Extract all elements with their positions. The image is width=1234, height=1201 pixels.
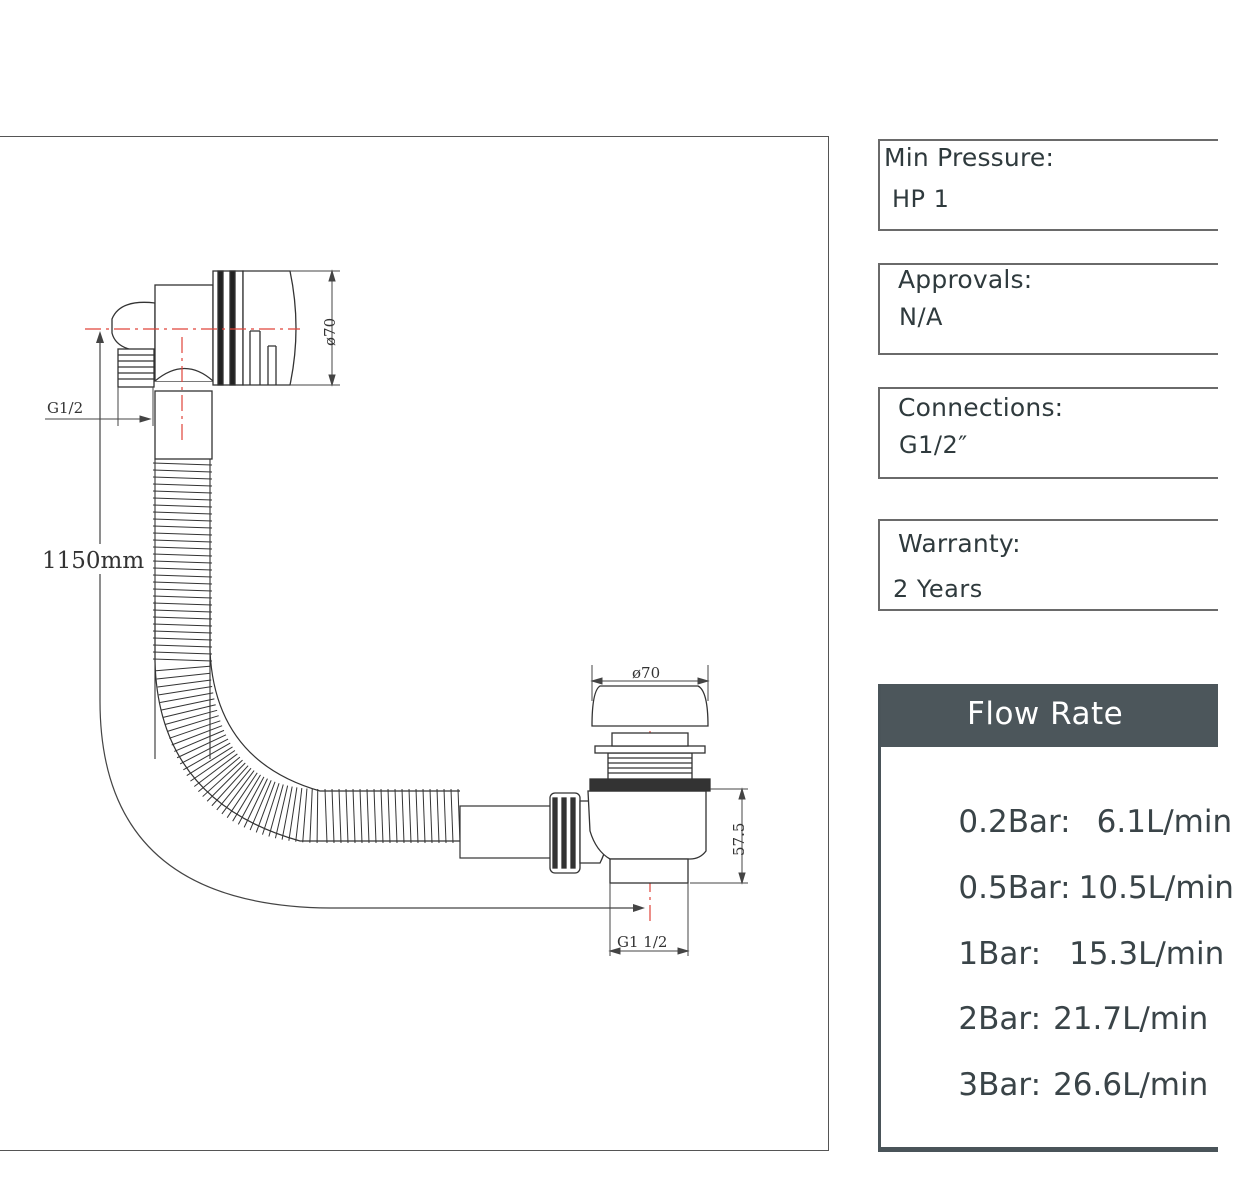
flow-rate-panel: Flow Rate 0.2Bar: 6.1L/min 0.5Bar:10.5L/m… [878,684,1234,1152]
waste-diameter-dimension [590,665,710,701]
technical-drawing-frame: ø70 G1/2 [0,136,829,1151]
spec-warranty-label: Warranty: [898,529,1021,558]
overflow-elbow [111,284,214,460]
flow-rate-row: 0.2Bar: 6.1L/min [919,768,1232,876]
hose-curve-outer [154,601,460,842]
bath-waste-drawing: ø70 G1/2 [40,269,748,956]
flow-pressure: 0.5Bar: [958,870,1071,906]
waste-height-label: 57.5 [730,823,748,856]
spec-approvals-label: Approvals: [898,265,1033,294]
flow-rate-row: 2Bar: 21.7L/min [919,965,1208,1073]
waste-body [587,685,711,884]
flow-value: 26.6L/min [1053,1067,1209,1103]
flow-rate-title: Flow Rate [967,696,1124,732]
spec-min-pressure: Min Pressure: HP 1 [878,139,1218,231]
inlet-thread-label: G1/2 [47,399,83,417]
length-label: 1150mm [42,548,144,574]
spec-connections-label: Connections: [898,393,1064,422]
flow-rate-header: Flow Rate [881,684,1218,747]
flow-value: 10.5L/min [1078,870,1234,906]
flow-rate-row: 0.5Bar:10.5L/min [919,834,1234,942]
spec-approvals-value: N/A [899,303,943,331]
length-label-bg [40,544,152,574]
spec-min-pressure-value: HP 1 [892,185,950,213]
flow-pressure: 0.2Bar: [958,804,1071,840]
flow-pressure: 1Bar: [958,936,1042,972]
flow-value: 15.3L/min [1069,936,1225,972]
outlet-thread-label: G1 1/2 [617,933,667,951]
spec-min-pressure-label: Min Pressure: [884,143,1055,172]
flow-pressure: 3Bar: [958,1067,1042,1103]
flow-pressure: 2Bar: [958,1001,1042,1037]
hose-curve-inner [209,601,460,792]
spec-connections-value: G1/2″ [899,431,968,459]
spec-connections: Connections: G1/2″ [878,387,1218,479]
overflow-diameter-dimension [290,269,340,387]
inlet-thread-dimension [45,387,154,426]
spec-warranty: Warranty: 2 Years [878,519,1218,611]
overflow-faceplate [212,270,297,386]
length-dimension-curve [99,336,642,909]
spec-warranty-value: 2 Years [893,575,983,603]
hose-corrugations [152,462,461,844]
flow-rate-row: 3Bar: 26.6L/min [919,1031,1208,1139]
spec-approvals: Approvals: N/A [878,263,1218,355]
overflow-diameter-label: ø70 [321,318,339,346]
flow-value: 21.7L/min [1053,1001,1209,1037]
hose-end-sleeve [459,805,553,859]
flow-rate-row: 1Bar: 15.3L/min [919,900,1224,1008]
outlet-thread-dimension [608,883,690,956]
waste-height-dimension [690,787,748,885]
waste-diameter-label: ø70 [632,664,660,682]
flow-value: 6.1L/min [1096,804,1233,840]
